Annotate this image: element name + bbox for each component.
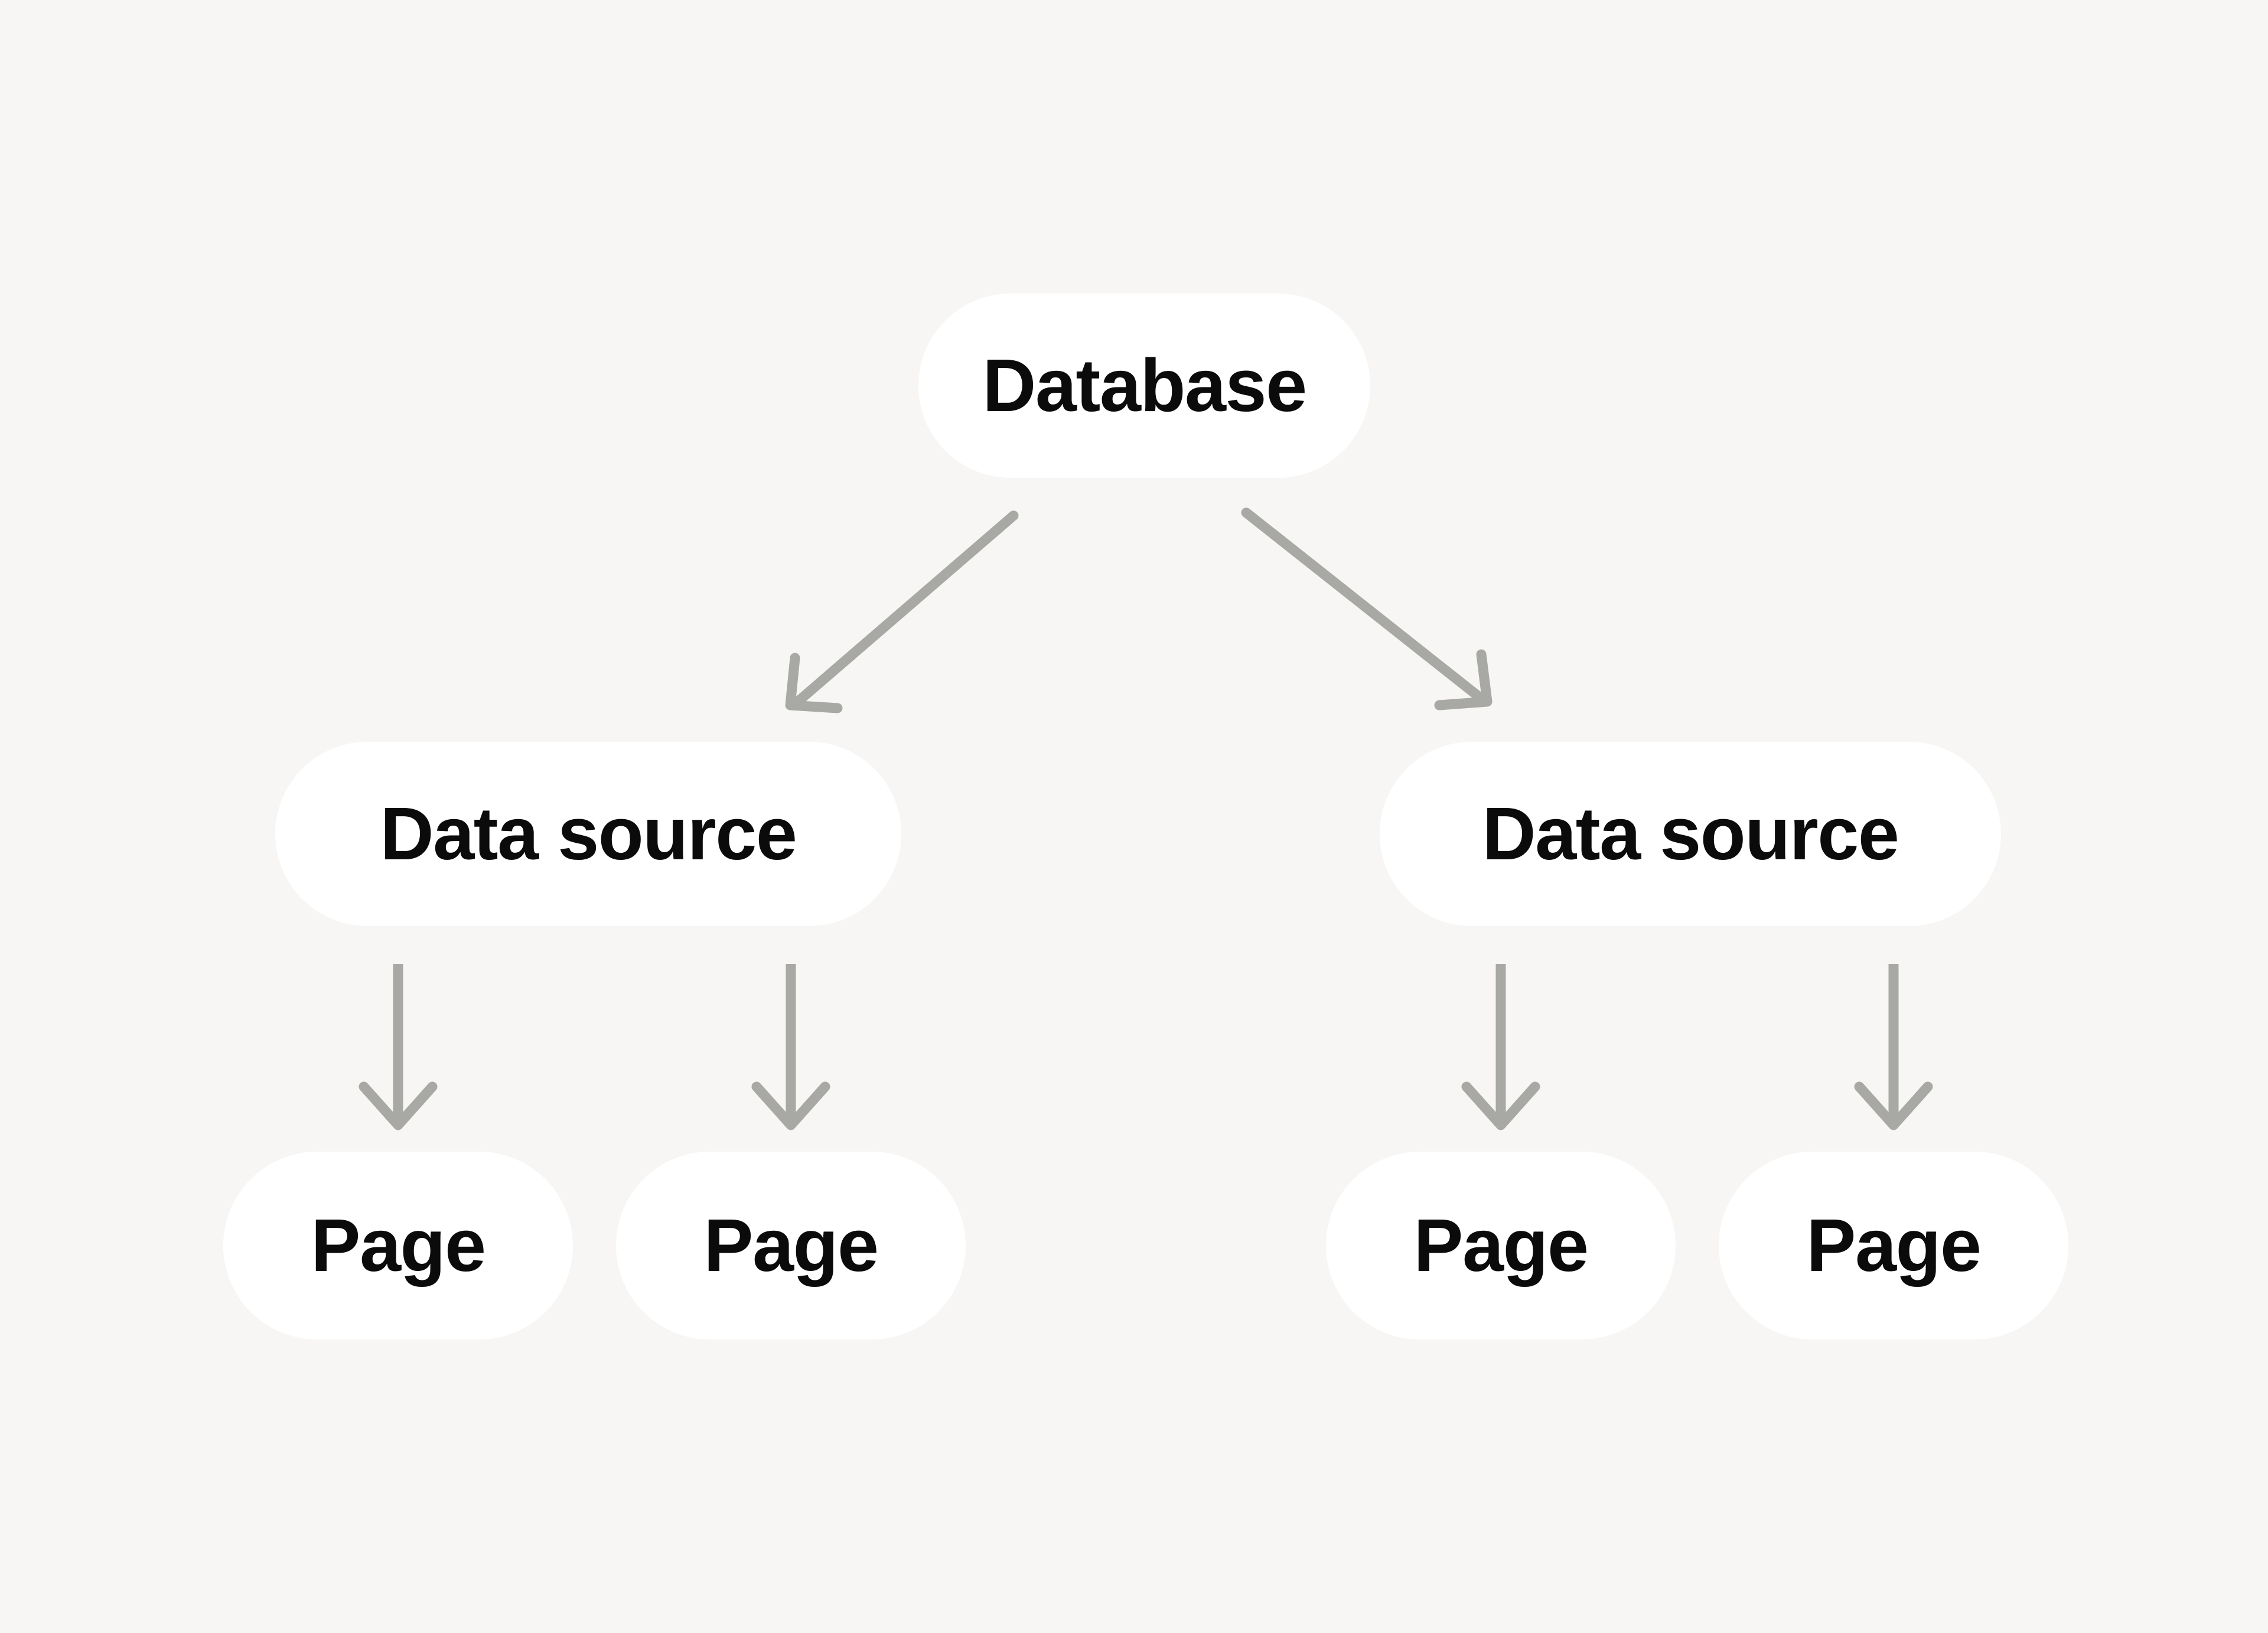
node-page-4-label: Page xyxy=(1806,1204,1982,1287)
node-page-2[interactable]: Page xyxy=(616,1152,966,1339)
edge-data-source-right-to-page-4 xyxy=(1854,964,1933,1130)
node-page-3-label: Page xyxy=(1413,1204,1589,1287)
node-page-1[interactable]: Page xyxy=(223,1152,573,1339)
edge-data-source-left-to-page-1 xyxy=(359,964,438,1130)
node-page-3[interactable]: Page xyxy=(1326,1152,1676,1339)
node-data-source-left-label: Data source xyxy=(380,792,797,875)
node-database[interactable]: Database xyxy=(918,294,1370,478)
node-page-4[interactable]: Page xyxy=(1719,1152,2068,1339)
node-page-1-label: Page xyxy=(311,1204,486,1287)
node-data-source-left[interactable]: Data source xyxy=(275,742,901,926)
node-data-source-right[interactable]: Data source xyxy=(1380,742,2001,926)
edge-data-source-left-to-page-2 xyxy=(751,964,830,1130)
edge-database-to-data-source-right xyxy=(1241,507,1493,710)
edge-data-source-right-to-page-3 xyxy=(1461,964,1540,1130)
node-data-source-right-label: Data source xyxy=(1482,792,1899,875)
node-page-2-label: Page xyxy=(703,1204,879,1287)
node-database-label: Database xyxy=(982,344,1307,427)
edge-database-to-data-source-left xyxy=(785,510,1019,713)
